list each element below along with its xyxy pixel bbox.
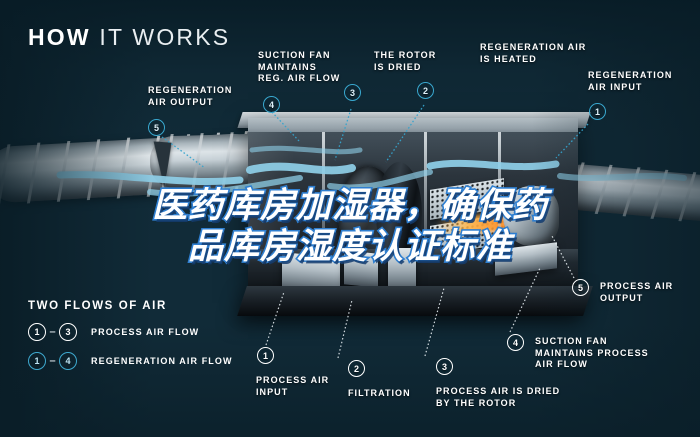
callout-label-reg-2: REGENERATION AIR IS HEATED xyxy=(480,42,587,64)
callout-label-reg-5: REGENERATION AIR OUTPUT xyxy=(148,85,233,107)
callout-number-reg-2[interactable]: 2 xyxy=(417,82,434,99)
legend-label-regeneration: REGENERATION AIR FLOW xyxy=(91,356,233,366)
legend-dash-2: – xyxy=(49,355,56,367)
callout-number-reg-3[interactable]: 3 xyxy=(344,84,361,101)
cabinet-plinth xyxy=(237,286,593,316)
fan-scroll xyxy=(503,186,559,246)
callout-number-proc-2[interactable]: 2 xyxy=(348,360,365,377)
legend-row-regeneration: 1 – 4 REGENERATION AIR FLOW xyxy=(28,352,233,370)
legend-title: TWO FLOWS OF AIR xyxy=(28,300,167,312)
legend-dash-1: – xyxy=(49,326,56,338)
title-bold-word: HOW xyxy=(28,24,91,50)
legend-circle-from-1: 1 xyxy=(28,323,46,341)
callout-number-reg-4[interactable]: 4 xyxy=(263,96,280,113)
callout-number-proc-1[interactable]: 1 xyxy=(257,347,274,364)
title-light-word: IT WORKS xyxy=(99,24,231,50)
callout-label-proc-4: SUCTION FAN MAINTAINS PROCESS AIR FLOW xyxy=(535,336,649,369)
legend-circle-to-2: 4 xyxy=(59,352,77,370)
callout-label-reg-4: SUCTION FAN MAINTAINS REG. AIR FLOW xyxy=(258,50,341,83)
callout-number-reg-5[interactable]: 5 xyxy=(148,119,165,136)
legend-row-process: 1 – 3 PROCESS AIR FLOW xyxy=(28,323,233,341)
callout-label-proc-5: PROCESS AIR OUTPUT xyxy=(600,281,674,303)
callout-label-proc-2: FILTRATION xyxy=(348,388,411,398)
cabinet-interior xyxy=(248,132,578,266)
callout-label-reg-1: REGENERATION AIR INPUT xyxy=(588,70,673,92)
legend: TWO FLOWS OF AIR 1 – 3 PROCESS AIR FLOW … xyxy=(28,300,233,381)
duct-right-spiral xyxy=(558,162,700,224)
callout-label-proc-3: PROCESS AIR IS DRIED BY THE ROTOR xyxy=(436,386,561,408)
legend-circle-to-1: 3 xyxy=(59,323,77,341)
legend-label-process: PROCESS AIR FLOW xyxy=(91,327,200,337)
page-title: HOW IT WORKS xyxy=(28,24,230,51)
callout-label-reg-3: THE ROTOR IS DRIED xyxy=(374,50,437,72)
callout-number-reg-1[interactable]: 1 xyxy=(589,103,606,120)
callout-number-proc-5[interactable]: 5 xyxy=(572,279,589,296)
callout-number-proc-4[interactable]: 4 xyxy=(507,334,524,351)
lower-component-2 xyxy=(344,250,378,288)
callout-number-proc-3[interactable]: 3 xyxy=(436,358,453,375)
legend-circle-from-2: 1 xyxy=(28,352,46,370)
callout-label-proc-1: PROCESS AIR INPUT xyxy=(256,375,330,397)
duct-vane xyxy=(150,141,172,189)
